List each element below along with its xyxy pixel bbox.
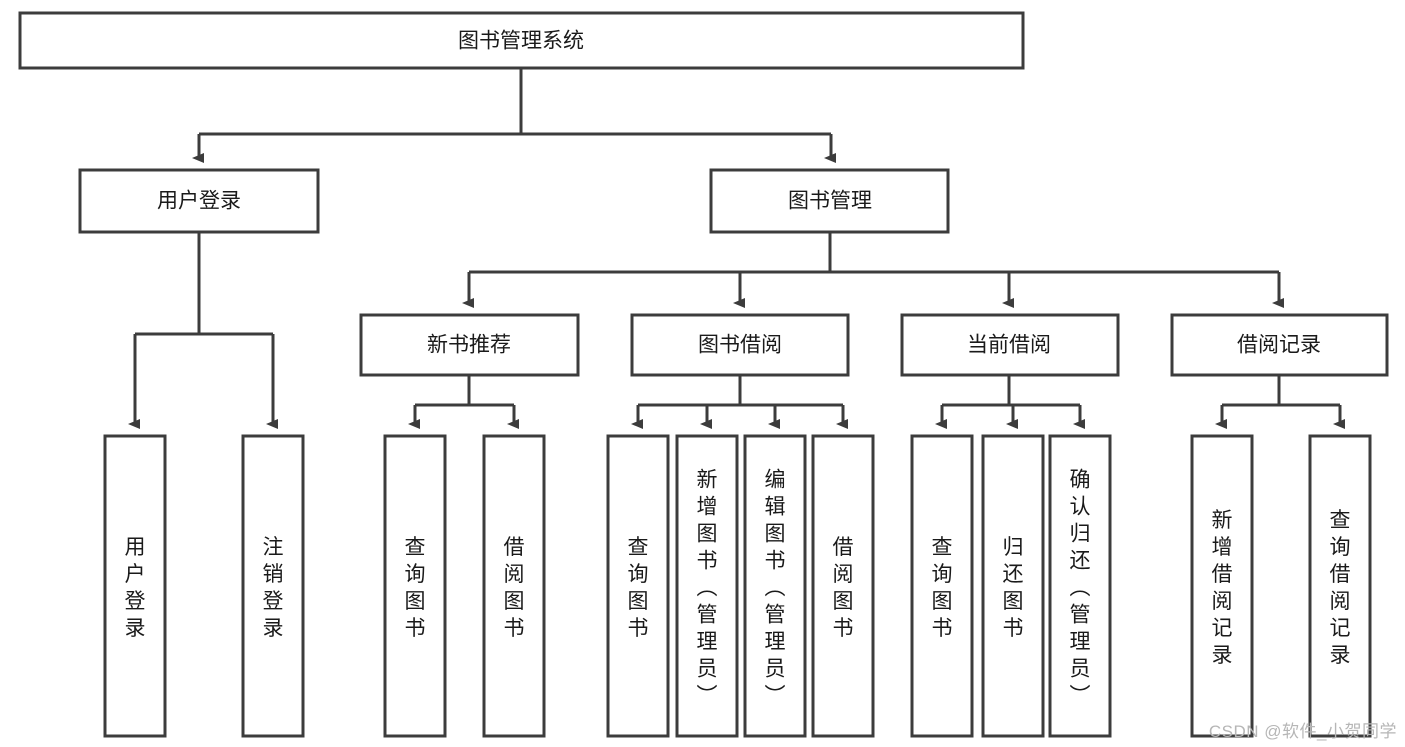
node-leaf-confirm-return[interactable]: 确认归还︵管理员︶ (1048, 434, 1112, 738)
node-leaf-query-book-current-box[interactable] (910, 434, 974, 738)
node-leaf-user-logout-box[interactable] (241, 434, 305, 738)
node-leaf-user-logout-label: 注销登录 (263, 536, 284, 640)
node-book-borrow[interactable]: 图书借阅 (630, 313, 850, 377)
connector-group-root (192, 68, 836, 163)
node-leaf-query-book-rec-box[interactable] (383, 434, 447, 738)
node-leaf-query-book-rec[interactable]: 查询图书 (383, 434, 447, 738)
node-leaf-query-book-current[interactable]: 查询图书 (910, 434, 974, 738)
node-leaf-borrow-book-rec[interactable]: 借阅图书 (482, 434, 546, 738)
node-leaf-edit-book-box[interactable] (743, 434, 807, 738)
node-leaf-confirm-return-label: 确认归还︵管理员︶ (1070, 469, 1091, 708)
node-root-box[interactable] (18, 11, 1025, 70)
node-book-manage-box[interactable] (709, 168, 950, 234)
node-leaf-borrow-book-box[interactable] (811, 434, 875, 738)
node-leaf-query-book-borrow[interactable]: 查询图书 (606, 434, 670, 738)
node-leaf-add-book-label: 新增图书︵管理员︶ (697, 469, 718, 708)
node-borrow-record-label: 借阅记录 (1237, 334, 1321, 357)
node-leaf-borrow-book-rec-label: 借阅图书 (504, 536, 525, 640)
node-leaf-add-book-box[interactable] (675, 434, 739, 738)
node-leaf-query-book-current-label: 查询图书 (932, 536, 953, 640)
node-current-borrow-box[interactable] (900, 313, 1120, 377)
node-leaf-add-borrow-record-box[interactable] (1190, 434, 1254, 738)
node-root-label: 图书管理系统 (458, 30, 584, 53)
node-new-book-rec-box[interactable] (359, 313, 580, 377)
node-leaf-return-book-label: 归还图书 (1003, 536, 1024, 640)
leaf-node-layer: 用户登录 注销登录 查询图书 借阅图书 查询图书 新增图书︵管理员︶ 编辑图书︵管理员︶ 借阅… (103, 434, 1372, 738)
node-root[interactable]: 图书管理系统 (18, 11, 1025, 70)
node-leaf-add-borrow-record-label: 新增借阅记录 (1212, 509, 1233, 667)
node-leaf-query-borrow-record[interactable]: 查询借阅记录 (1308, 434, 1372, 738)
node-leaf-confirm-return-box[interactable] (1048, 434, 1112, 738)
connector-group-book-manage (462, 232, 1284, 308)
node-current-borrow[interactable]: 当前借阅 (900, 313, 1120, 377)
node-leaf-borrow-book[interactable]: 借阅图书 (811, 434, 875, 738)
node-leaf-query-borrow-record-box[interactable] (1308, 434, 1372, 738)
node-book-borrow-label: 图书借阅 (698, 334, 782, 357)
node-leaf-user-login[interactable]: 用户登录 (103, 434, 167, 738)
node-book-manage-label: 图书管理 (788, 190, 872, 213)
node-leaf-query-book-borrow-label: 查询图书 (628, 536, 649, 640)
node-leaf-query-book-rec-label: 查询图书 (405, 536, 426, 640)
node-borrow-record-box[interactable] (1170, 313, 1389, 377)
node-leaf-query-borrow-record-label: 查询借阅记录 (1330, 509, 1351, 667)
node-leaf-user-logout[interactable]: 注销登录 (241, 434, 305, 738)
node-borrow-record[interactable]: 借阅记录 (1170, 313, 1389, 377)
node-book-manage[interactable]: 图书管理 (709, 168, 950, 234)
node-leaf-user-login-label: 用户登录 (125, 536, 146, 640)
node-new-book-rec-label: 新书推荐 (427, 334, 511, 357)
node-book-borrow-box[interactable] (630, 313, 850, 377)
node-leaf-add-book[interactable]: 新增图书︵管理员︶ (675, 434, 739, 738)
node-user-login-label: 用户登录 (157, 190, 241, 213)
node-new-book-rec[interactable]: 新书推荐 (359, 313, 580, 377)
connector-group-current-borrow (935, 375, 1085, 429)
connector-group-book-borrow (631, 375, 848, 429)
node-user-login[interactable]: 用户登录 (78, 168, 320, 234)
node-leaf-add-borrow-record[interactable]: 新增借阅记录 (1190, 434, 1254, 738)
node-leaf-edit-book[interactable]: 编辑图书︵管理员︶ (743, 434, 807, 738)
connector-group-user-login (128, 232, 278, 429)
connector-group-borrow-record (1215, 375, 1345, 429)
node-leaf-user-login-box[interactable] (103, 434, 167, 738)
connector-group-new-book-rec (408, 375, 519, 429)
node-leaf-query-book-borrow-box[interactable] (606, 434, 670, 738)
node-leaf-edit-book-label: 编辑图书︵管理员︶ (765, 469, 786, 708)
node-leaf-return-book[interactable]: 归还图书 (981, 434, 1045, 738)
node-leaf-borrow-book-rec-box[interactable] (482, 434, 546, 738)
node-leaf-return-book-box[interactable] (981, 434, 1045, 738)
node-leaf-borrow-book-label: 借阅图书 (833, 536, 854, 640)
node-user-login-box[interactable] (78, 168, 320, 234)
node-current-borrow-label: 当前借阅 (967, 334, 1051, 357)
